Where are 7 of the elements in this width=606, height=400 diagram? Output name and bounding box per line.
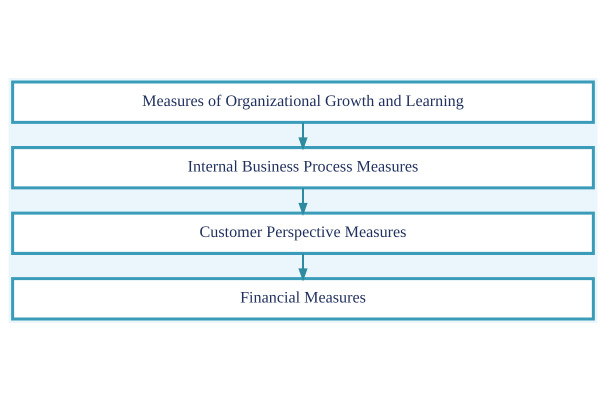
node-box: Measures of Organizational Growth and Learning — [11, 80, 595, 124]
node-box: Financial Measures — [11, 276, 595, 320]
node-box: Customer Perspective Measures — [11, 211, 595, 254]
arrow — [298, 122, 308, 150]
arrow — [298, 188, 308, 216]
arrow — [298, 253, 308, 282]
node-box: Internal Business Process Measures — [11, 146, 595, 189]
